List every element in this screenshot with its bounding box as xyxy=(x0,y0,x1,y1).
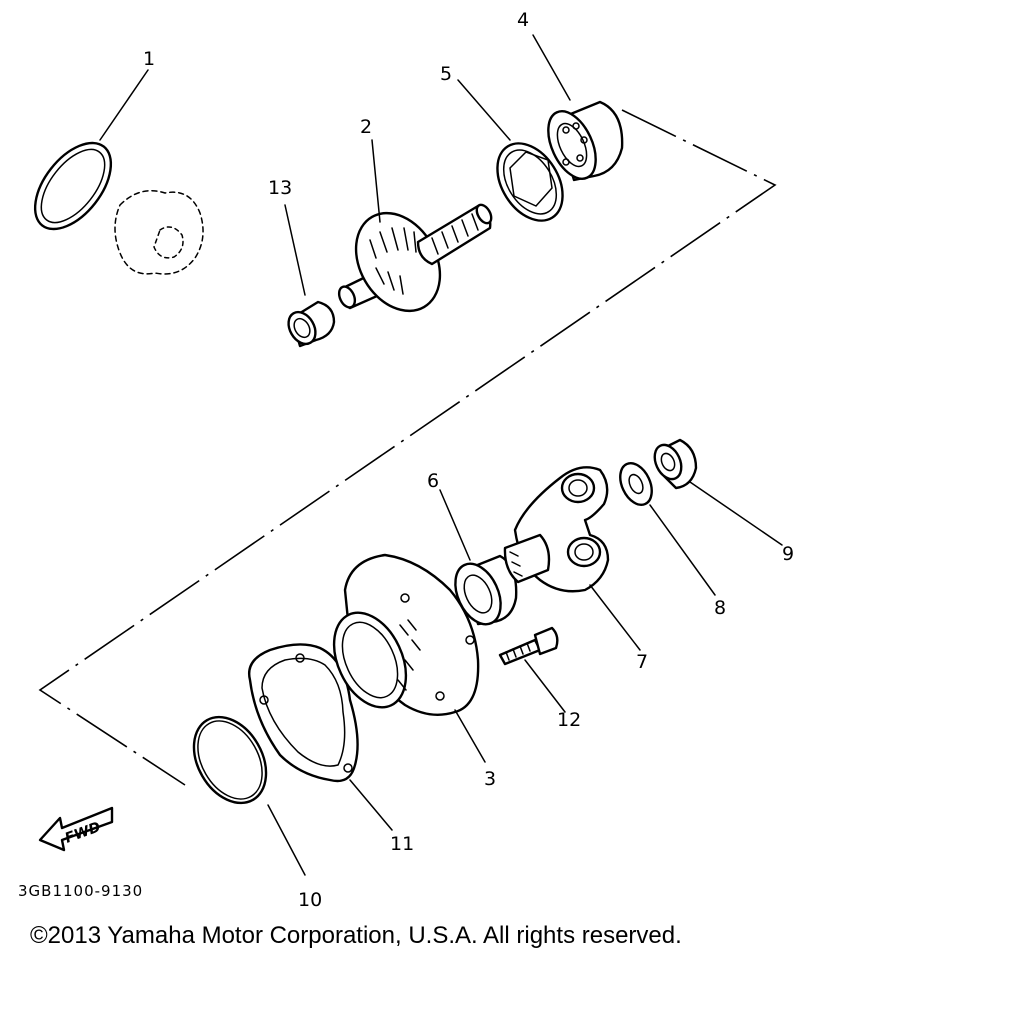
part-10-o-ring xyxy=(192,715,306,876)
part-8-washer xyxy=(619,462,716,596)
part-label-13: 13 xyxy=(268,177,292,199)
part-label-6: 6 xyxy=(427,470,439,492)
part-1-o-ring xyxy=(33,69,149,231)
part-label-2: 2 xyxy=(360,116,372,138)
fwd-arrow-text: FWD xyxy=(63,819,103,847)
part-5-oil-seal xyxy=(457,79,564,222)
part-3-bearing-housing xyxy=(332,553,486,763)
part-9-nut xyxy=(653,438,783,546)
part-number-labels: 1 2 3 4 5 6 7 8 9 10 11 12 13 xyxy=(143,9,794,911)
part-7-yoke xyxy=(503,466,641,651)
part-label-10: 10 xyxy=(298,889,322,911)
part-11-gasket xyxy=(248,643,393,831)
copyright-notice: ©2013 Yamaha Motor Corporation, U.S.A. A… xyxy=(30,922,682,949)
assembly-boundary-lines xyxy=(38,109,777,786)
part-label-12: 12 xyxy=(557,709,581,731)
diagram-code: 3GB1100-9130 xyxy=(18,882,143,900)
part-label-11: 11 xyxy=(390,833,414,855)
part-label-9: 9 xyxy=(782,543,794,565)
part-label-1: 1 xyxy=(143,48,155,70)
part-12-bolt xyxy=(498,626,566,713)
part-13-bearing xyxy=(284,204,336,348)
part-2-pinion-gear xyxy=(337,139,493,313)
part-label-4: 4 xyxy=(517,9,529,31)
part-6-bearing xyxy=(439,489,518,626)
part-label-5: 5 xyxy=(440,63,452,85)
part-4-ball-bearing xyxy=(532,34,624,182)
part-label-3: 3 xyxy=(484,768,496,790)
part-label-8: 8 xyxy=(714,597,726,619)
part-label-7: 7 xyxy=(636,651,648,673)
fwd-arrow: FWD xyxy=(38,806,114,852)
phantom-gear xyxy=(114,190,204,275)
